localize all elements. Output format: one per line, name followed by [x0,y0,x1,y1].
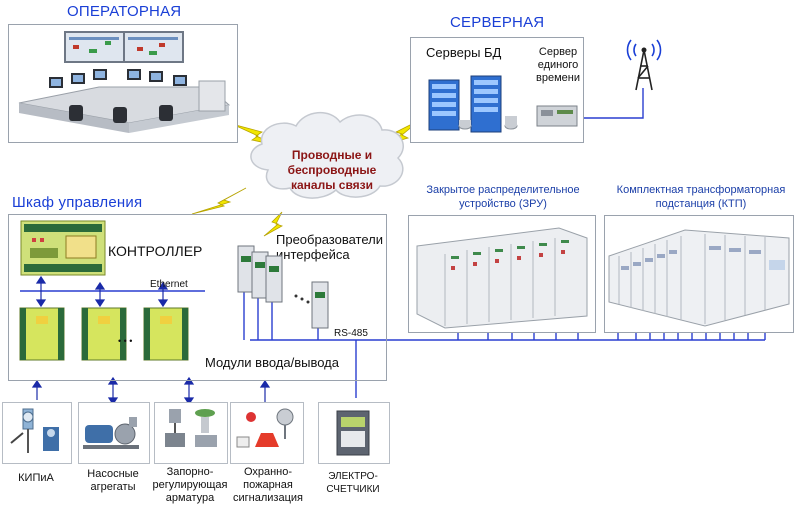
io-modules-label: Модули ввода/вывода [205,355,339,370]
valves-box [154,402,228,464]
cabinet-box [8,214,387,381]
operator-title: ОПЕРАТОРНАЯ [67,3,182,20]
kipia-box [2,402,72,464]
time-server-label: Сервер единого времени [536,46,580,84]
interface-converters-image [237,245,329,329]
kipia-label: КИПиА [18,472,54,484]
valve-icon [165,409,217,447]
db-servers-label: Серверы БД [426,45,502,60]
fire-alarm-icon [236,408,294,448]
operator-workstations-image [18,31,231,133]
fire-alarm-label: Охранно-пожарная сигнализация [233,466,303,504]
cloud-label: Проводные и беспроводные каналы связи [287,148,377,192]
server-title: СЕРВЕРНАЯ [450,14,545,31]
instrumentation-icon [10,408,59,453]
io-modules-image [19,307,189,361]
server-room-box: Серверы БД Сервер единого времени [410,37,584,143]
pumps-label: Насосные агрегаты [87,468,139,493]
ktp-substation-image [608,229,790,327]
controller-image [20,220,106,276]
electricity-meter-icon [336,410,370,456]
bolt-cabinet [191,187,247,215]
ktp-label: Комплектная трансформаторная подстанция … [616,184,786,210]
controller-label: КОНТРОЛЛЕР [108,243,203,259]
rs485-label: RS-485 [334,328,368,339]
antenna-icon [626,39,662,91]
converters-label: Преобразователи интерфейса [276,232,383,262]
meters-box [318,402,390,464]
time-server-image [536,105,578,127]
bolt-converters [263,211,283,237]
cabinet-title: Шкаф управления [12,194,143,211]
db-servers-image [428,75,518,133]
zru-box [408,215,596,333]
cloud-shape [250,112,404,199]
zru-label: Закрытое распределительное устройство (З… [426,184,580,210]
ktp-box [604,215,794,333]
zru-switchgear-image [416,227,588,329]
ethernet-label: Ethernet [150,279,188,290]
valves-label: Запорно-регулирующая арматура [152,466,228,504]
fire-alarm-box [230,402,304,464]
operator-room-box [8,24,238,143]
pump-icon [83,417,139,449]
io-dots: • • • [118,336,133,346]
pumps-box [78,402,150,464]
meters-label: ЭЛЕКТРО-СЧЕТЧИКИ [326,471,380,495]
